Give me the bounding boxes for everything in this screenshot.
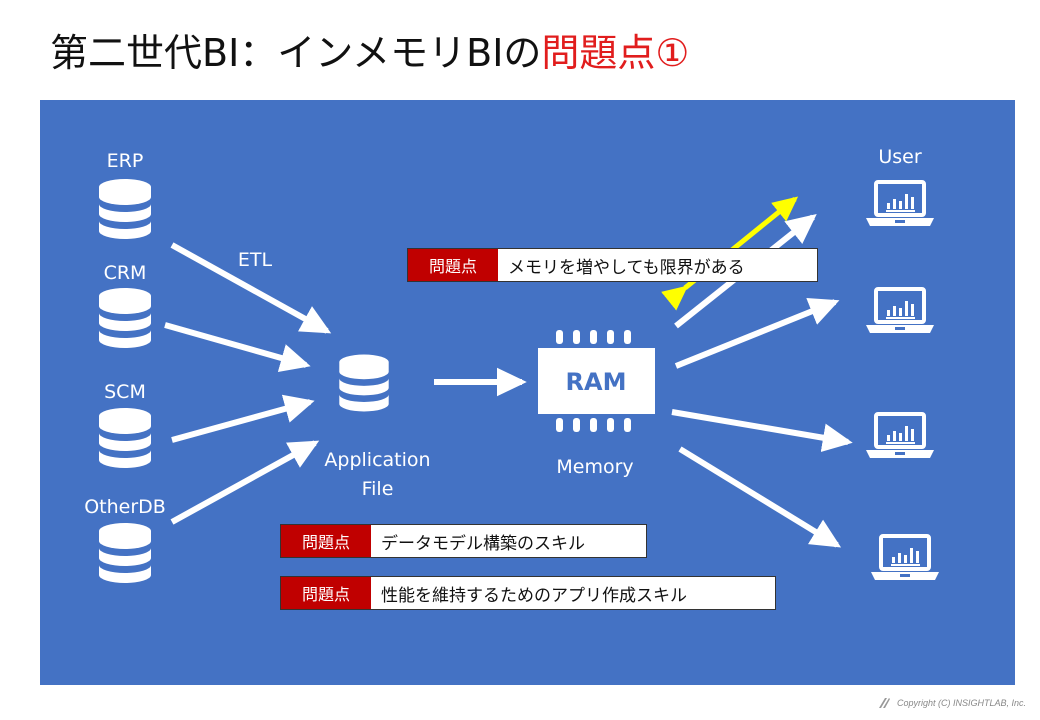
user-label: User [878,146,922,168]
arrow-erp-to-app [170,242,332,334]
issue-box-memory-limit: 問題点 メモリを増やしても限界がある [407,248,818,282]
scm-database-icon [99,408,151,468]
crm-label: CRM [103,262,147,284]
etl-label: ETL [237,249,273,271]
issue-text: メモリを増やしても限界がある [508,257,745,278]
arrow-otherdb-to-app [170,440,320,525]
erp-label: ERP [106,150,144,172]
application-file-label: Application File [300,446,455,504]
scm-label: SCM [104,381,146,403]
application-file-line1: Application [324,449,431,471]
application-file-line2: File [361,478,394,500]
title-highlight: 問題点① [541,31,690,75]
ram-chip-icon [538,330,655,432]
issue-text: データモデル構築のスキル [381,533,585,554]
arrow-crm-to-app [164,322,311,372]
insightlab-logo-icon [878,698,890,708]
user-laptop-icon-4 [869,534,941,582]
issue-tag: 問題点 [281,525,371,557]
issue-tag: 問題点 [408,249,498,281]
issue-box-app-skill: 問題点 性能を維持するためのアプリ作成スキル [280,576,776,610]
arrow-ram-to-user4 [678,446,842,548]
arrow-scm-to-app [171,394,315,443]
memory-label: Memory [556,456,634,478]
otherdb-label: OtherDB [84,496,166,518]
copyright-text: Copyright (C) INSIGHTLAB, Inc. [896,698,1026,708]
user-laptop-icon-2 [864,287,936,335]
user-laptop-icon-3 [864,412,936,460]
user-laptop-icon-1 [864,180,936,228]
page-title: 第二世代BI：インメモリBIの問題点① [50,22,690,77]
issue-box-data-model-skill: 問題点 データモデル構築のスキル [280,524,647,558]
ram-chip-label: RAM [566,368,627,396]
issue-text: 性能を維持するためのアプリ作成スキル [381,585,687,606]
otherdb-database-icon [99,523,151,583]
crm-database-icon [99,288,151,348]
title-main: 第二世代BI：インメモリBIの [50,31,542,75]
copyright-footer: Copyright (C) INSIGHTLAB, Inc. [877,696,1026,710]
erp-database-icon [99,179,151,239]
arrow-ram-to-user3 [671,409,853,452]
application-file-database-icon [339,354,389,412]
issue-tag: 問題点 [281,577,371,609]
arrow-ram-to-user2 [674,298,840,369]
